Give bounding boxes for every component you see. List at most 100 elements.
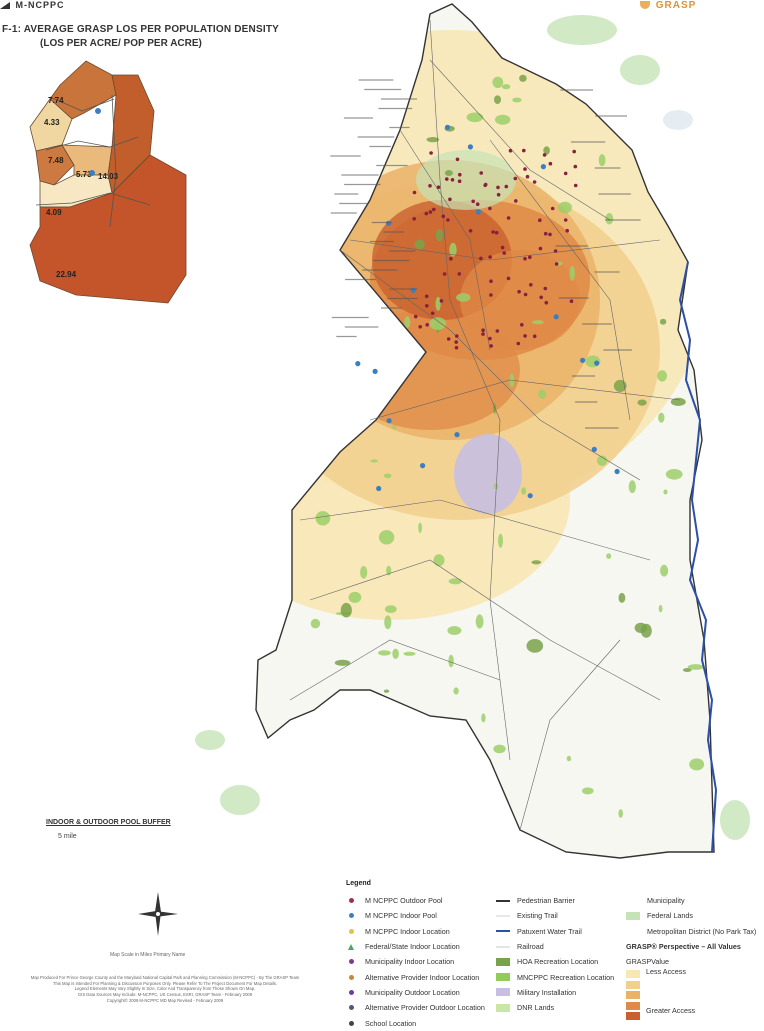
legend-label: Alternative Provider Outdoor Location [365, 1003, 485, 1013]
legend-label: HOA Recreation Location [517, 957, 599, 967]
park-land-patch [637, 399, 647, 406]
facility-point [455, 157, 460, 162]
legend-item: Existing Trail [496, 908, 614, 923]
facility-point [520, 323, 524, 327]
park-land-patch [583, 68, 591, 73]
legend-label: M NCPPC Indoor Location [365, 926, 450, 936]
legend-item: School Location [344, 1015, 485, 1030]
road-line [349, 239, 661, 261]
facility-point [483, 183, 488, 188]
facility-point [475, 202, 480, 206]
credit-line: Legend Elements May Vary Slightly In Siz… [74, 986, 256, 992]
park-land-patch [384, 605, 397, 613]
park-land-patch [521, 487, 527, 495]
park-land-patch [563, 63, 567, 69]
park-land-patch [598, 154, 606, 167]
facility-point [523, 334, 527, 338]
scale-text: Map Scale in Miles Primary Name [110, 952, 186, 958]
facility-point [428, 210, 433, 214]
inset-region-value: 14.03 [98, 172, 119, 181]
park-land-patch [473, 782, 480, 791]
park-land-patch [418, 522, 422, 534]
facility-point [449, 256, 453, 261]
legend-symbol-icon [344, 1019, 358, 1027]
legend-label: Federal Lands [647, 911, 693, 921]
park-land-patch [613, 379, 627, 392]
indoor-pool-point [527, 493, 533, 499]
legend-symbol-icon [344, 988, 358, 996]
park-land-patch [392, 424, 397, 430]
inset-region-value: 7.48 [48, 156, 64, 165]
road-line [369, 379, 681, 421]
indoor-pool-point [594, 360, 600, 366]
facility-point [513, 176, 518, 181]
grasp-logo: GRASP [640, 0, 696, 11]
facility-point [539, 295, 543, 300]
park-land-patch [670, 397, 686, 406]
outside-land-patch [620, 55, 660, 85]
park-land-patch [582, 787, 594, 795]
logo-left-text: M-NCPPC [15, 0, 65, 10]
park-land-patch [701, 255, 705, 268]
park-land-patch [618, 592, 626, 603]
park-land-patch [659, 318, 667, 325]
facility-point [508, 148, 513, 153]
park-land-patch [689, 758, 705, 771]
legend-label: Municipality Indoor Location [365, 957, 455, 967]
facility-point [538, 218, 542, 222]
facility-point [488, 336, 492, 341]
park-land-patch [665, 469, 683, 480]
park-land-patch [308, 250, 319, 260]
park-land-patch [492, 76, 504, 89]
legend-item: GRASP® Perspective – All Values [626, 939, 756, 954]
park-land-patch [315, 511, 331, 526]
legend-label: MNCPPC Recreation Location [517, 972, 615, 982]
credit-line: Copyright© 2009 M-NCPPC MD Map Revised -… [106, 997, 224, 1003]
legend-symbol-icon [344, 1004, 358, 1012]
park-land-patch [323, 90, 333, 102]
facility-point [446, 337, 451, 341]
park-land-patch [360, 566, 368, 579]
park-land-patch [429, 317, 447, 330]
park-land-patch [291, 461, 307, 475]
inset-region-value: 7.74 [48, 96, 64, 105]
indoor-pool-point [540, 164, 546, 170]
park-land-patch [498, 533, 503, 548]
park-land-patch [493, 744, 506, 754]
park-land-patch [339, 144, 354, 158]
facility-point [516, 341, 521, 346]
park-land-patch [322, 160, 331, 175]
park-land-patch [426, 137, 440, 143]
park-land-patch [287, 293, 295, 307]
facility-point [523, 292, 528, 297]
legend-item: Municipality [626, 893, 756, 908]
legend-label: Municipality [647, 896, 685, 906]
facility-point [424, 211, 429, 216]
indoor-pool-point [444, 124, 451, 130]
facility-point [563, 218, 568, 222]
facility-point [517, 289, 521, 294]
legend-item: Municipality Indoor Location [344, 954, 485, 969]
facility-point [430, 311, 435, 316]
indoor-pool-point [355, 361, 361, 367]
legend-label: Patuxent Water Trail [517, 926, 582, 936]
park-land-patch [686, 302, 696, 312]
inset-region [29, 154, 187, 304]
park-land-patch [512, 97, 522, 103]
road-line [429, 59, 611, 221]
legend-item: Municipality Outdoor Location [344, 985, 485, 1000]
park-land-patch [663, 489, 668, 495]
facility-point [529, 283, 533, 287]
facility-point [425, 323, 429, 327]
legend-label: Pedestrian Barrier [517, 896, 575, 906]
legend-label: M NCPPC Indoor Pool [365, 911, 437, 921]
facility-point [454, 340, 459, 344]
legend-item: Military Installation [496, 985, 614, 1000]
grasp-logo-icon [640, 1, 650, 10]
facility-point [481, 332, 485, 336]
legend-label: Existing Trail [517, 911, 558, 921]
facility-point [439, 299, 444, 303]
facility-point [446, 218, 450, 222]
park-land-patch [494, 95, 501, 104]
